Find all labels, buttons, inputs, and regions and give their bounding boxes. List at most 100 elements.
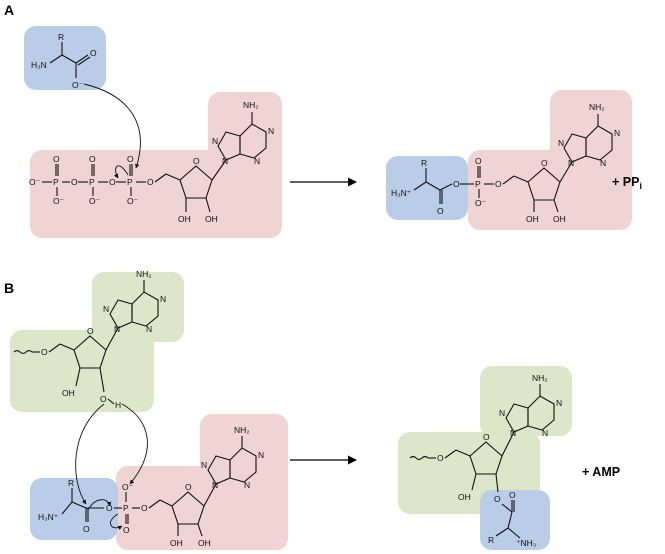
atom-o: O: [483, 432, 490, 442]
atom-oh: OH: [458, 492, 471, 502]
amino-acid-highlight: [24, 26, 106, 90]
atom-o: O: [71, 177, 78, 187]
atom-n: N: [212, 136, 218, 146]
atom-nh3-plus: ⁺NH₃: [516, 538, 536, 548]
atom-nh2: NH₂: [589, 102, 605, 112]
atom-o: O: [193, 156, 200, 166]
atom-r: R: [421, 158, 427, 168]
atom-h3n-plus: H₃N⁺: [391, 188, 412, 198]
proton-transfer-arrow: [121, 403, 148, 485]
atom-n: N: [244, 480, 250, 490]
atom-n: N: [558, 138, 564, 148]
adenylate-highlight-b: [116, 466, 288, 550]
trna-highlight-base: [92, 272, 184, 342]
atom-o: O: [437, 453, 444, 463]
atom-o: O: [541, 158, 548, 168]
atom-n: N: [254, 156, 260, 166]
atom-r: R: [68, 478, 74, 488]
atom-n: N: [499, 408, 505, 418]
atom-o: O: [453, 179, 460, 189]
atom-o: O: [494, 494, 501, 504]
nucleophilic-attack-arrow: [83, 83, 141, 169]
atom-o: O: [141, 503, 148, 513]
atom-oh: OH: [205, 214, 218, 224]
atom-h: H: [115, 400, 121, 410]
atom-nh2: NH₂: [136, 269, 152, 279]
amp-leaving-arrow: [110, 513, 123, 531]
product-ppi: + PPi: [612, 175, 642, 191]
atom-o-minus: O⁻: [127, 196, 139, 206]
atom-o: O: [437, 206, 444, 216]
atom-o-minus: O⁻: [475, 198, 487, 208]
atom-n: N: [510, 428, 516, 438]
atom-o: O: [185, 482, 192, 492]
atom-nh2: NH₂: [243, 100, 259, 110]
amino-acid-highlight-product: [386, 156, 468, 220]
atom-o: O: [41, 347, 48, 357]
atom-p: P: [53, 177, 59, 187]
atom-oh: OH: [178, 214, 191, 224]
atom-n: N: [556, 398, 562, 408]
atom-o: O: [509, 490, 516, 500]
atom-o: O: [100, 394, 107, 404]
atom-o-minus: O⁻: [53, 196, 65, 206]
atom-p: P: [127, 177, 133, 187]
atom-o-minus: O⁻: [122, 482, 134, 492]
atom-n: N: [258, 450, 264, 460]
atom-r: R: [488, 535, 494, 545]
atom-p: P: [123, 503, 129, 513]
atom-o: O: [123, 525, 130, 535]
atom-o-minus: O⁻: [72, 80, 84, 90]
aminoacyl-trna: O O OH O O R ⁺NH₃ NH₂ N N N N: [398, 366, 572, 550]
atom-o-minus: O⁻: [29, 177, 41, 187]
atom-n: N: [222, 156, 228, 166]
product-amp: + AMP: [582, 465, 620, 479]
atom-h3n: H₃N: [31, 60, 47, 70]
atom-n: N: [114, 324, 120, 334]
panel-label-b: B: [4, 280, 14, 296]
atom-n: N: [201, 460, 207, 470]
atom-o: O: [83, 524, 90, 534]
atom-o: O: [109, 177, 116, 187]
atom-o: O: [89, 154, 96, 164]
atom-oh: OH: [170, 538, 183, 548]
atom-nh2: NH₂: [532, 373, 548, 383]
atom-o: O: [90, 48, 97, 58]
pp-leaving-arrow: [113, 165, 129, 179]
atom-oh: OH: [62, 388, 75, 398]
atom-n: N: [568, 158, 574, 168]
hydroxyl-attack-arrow: [75, 403, 105, 505]
trna-terminal-adenosine: O O OH O H NH₂ N N N N: [10, 269, 184, 412]
atom-p: P: [475, 179, 481, 189]
panel-label-a: A: [4, 2, 14, 18]
aminoacyl-adenylate: R H₃N⁺ O O P O O⁻ O O OH OH NH₂ N N N N: [386, 90, 632, 230]
atom-n: N: [614, 128, 620, 138]
atom-o: O: [147, 177, 154, 187]
atom-o: O: [127, 154, 134, 164]
atom-o-minus: O⁻: [89, 196, 101, 206]
atom-oh: OH: [526, 214, 539, 224]
triphosphate-highlight: [30, 150, 282, 238]
atom-n: N: [600, 158, 606, 168]
atom-n: N: [542, 428, 548, 438]
atp-molecule: O⁻ P O O⁻ O P O O⁻ O P O O⁻ O O OH OH: [29, 92, 282, 238]
atom-oh: OH: [553, 214, 566, 224]
atom-o: O: [106, 503, 113, 513]
atom-o: O: [495, 179, 502, 189]
atom-nh2: NH₂: [234, 425, 250, 435]
atom-o: O: [87, 326, 94, 336]
atom-n: N: [268, 126, 274, 136]
aminoacyl-adenylate-reactant: R H₃N⁺ O O P O⁻ O O O OH OH NH₂ N N N N: [30, 414, 288, 550]
atom-oh: OH: [198, 538, 211, 548]
atom-n: N: [103, 304, 109, 314]
aa-carboxylate-a: R H₃N O O⁻: [24, 26, 106, 90]
carbonyl-arrow: [87, 499, 112, 511]
atom-n: N: [146, 324, 152, 334]
atom-p: P: [89, 177, 95, 187]
atom-n: N: [160, 294, 166, 304]
atom-r: R: [58, 32, 64, 42]
amino-acid-highlight-b: [30, 478, 118, 540]
adenylate-highlight: [468, 150, 632, 230]
product-trna-base-highlight: [480, 366, 572, 436]
